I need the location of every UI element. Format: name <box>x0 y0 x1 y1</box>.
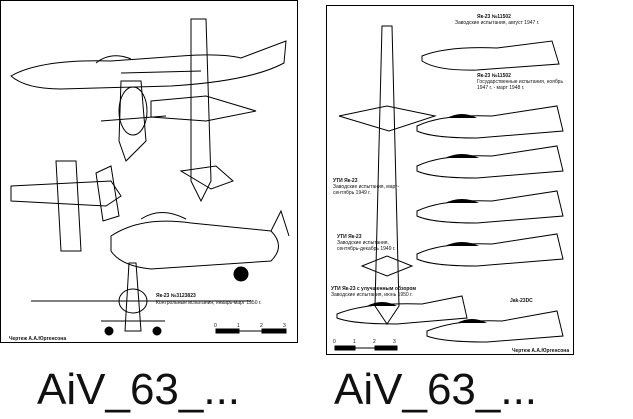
scale-label: 3 <box>283 323 286 329</box>
label-subtitle: Заводские испытания, август 1947 г. <box>455 20 540 26</box>
scale-label: 2 <box>260 323 263 329</box>
scale-label: 1 <box>237 323 240 329</box>
label-subtitle: Заводские испытания, март-сентябрь 1949 … <box>333 184 400 196</box>
scale-label: 1 <box>353 339 356 345</box>
scale-label: 3 <box>393 339 396 345</box>
scale-label: 2 <box>373 339 376 345</box>
label-title: Як-23 №11502 <box>477 14 511 20</box>
label-title: УТИ Як-23 <box>333 178 358 184</box>
label-title: Jak-23DC <box>510 298 533 304</box>
scale-label: 0 <box>333 339 336 345</box>
label-title: Як-23 №11502 <box>477 73 511 79</box>
label-subtitle: Заводские испытания, июнь 1950 г. <box>331 292 413 298</box>
label-subtitle: Государственные испытания, ноябрь 1947 г… <box>477 79 564 91</box>
drawing-credit: Чертеж А.А.Юргенсона <box>9 336 67 342</box>
aircraft-drawing-2 <box>334 25 564 351</box>
thumbnail-2[interactable]: Як-23 №11502 Заводские испытания, август… <box>326 5 574 355</box>
scale-label: 0 <box>214 323 217 329</box>
label-subtitle: Заводские испытания, сентябрь-декабрь 19… <box>337 240 396 252</box>
label-title: УТИ Як-23 <box>337 234 362 240</box>
label-title: УТИ Як-23 с улучшенным обзором <box>331 286 417 292</box>
drawing-credit: Чертеж А.А.Юргенсона <box>512 348 570 354</box>
thumbnail-caption[interactable]: AiV_63_... <box>334 365 538 414</box>
drawing-title: Як-23 №3123823 <box>156 293 196 299</box>
aircraft-drawing-1 <box>10 18 290 336</box>
thumbnail-1[interactable]: Як-23 №3123823 Контрольные испытания, ян… <box>0 0 298 343</box>
drawing-subtitle: Контрольные испытания, январь-март 1950 … <box>156 300 262 306</box>
thumbnail-caption[interactable]: AiV_63_... <box>37 365 241 414</box>
